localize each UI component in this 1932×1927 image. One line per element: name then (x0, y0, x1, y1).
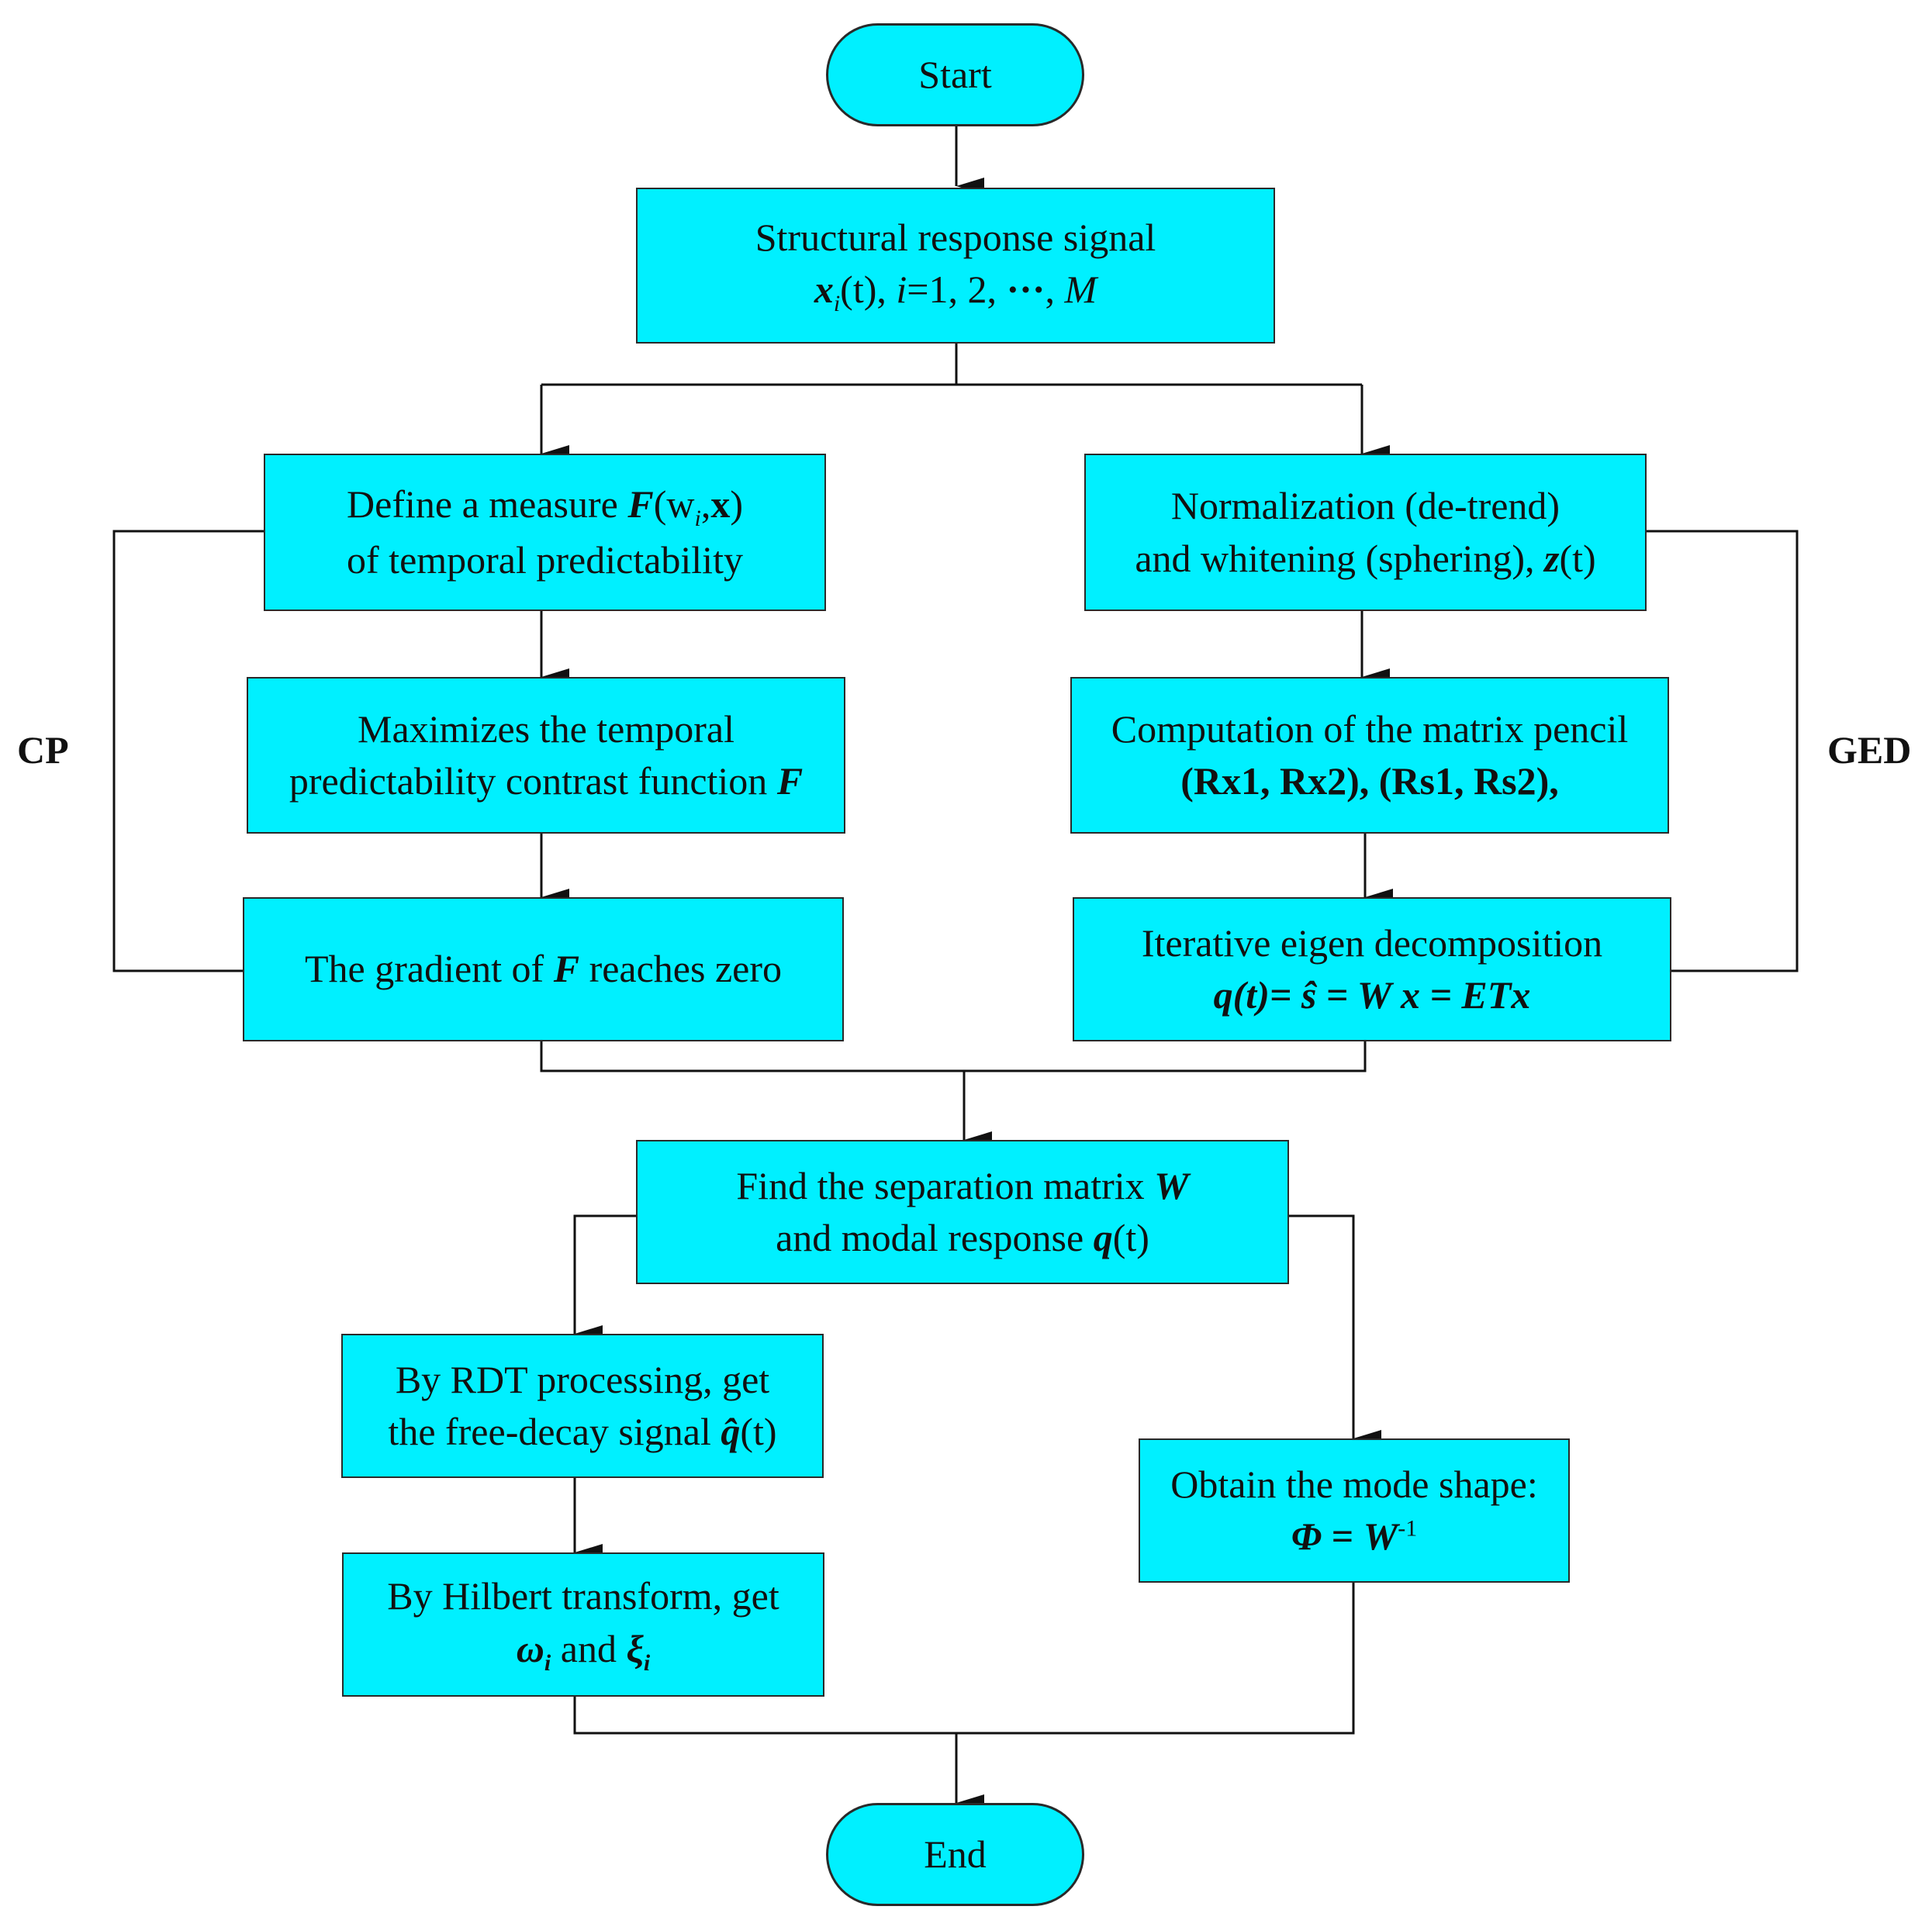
end-terminal: End (826, 1803, 1084, 1906)
cp-gradient-box: The gradient of F reaches zero (243, 897, 844, 1041)
ged-eigen-decomposition-box: Iterative eigen decomposition q(t)= ŝ = … (1073, 897, 1671, 1041)
ged-side-label: GED (1827, 728, 1912, 772)
end-label: End (924, 1832, 987, 1876)
start-label: Start (918, 52, 992, 96)
hilbert-line1: By Hilbert transform, get (387, 1574, 779, 1618)
ged-eigen-line1: Iterative eigen decomposition (1141, 920, 1603, 965)
split-line (541, 344, 1362, 386)
merge-line (540, 1041, 1367, 1072)
mode-shape-line2: Φ = W-1 (1291, 1514, 1418, 1558)
ged-eigen-line2: q(t)= ŝ = W x = ETx (1213, 973, 1531, 1017)
ged-bracket (1647, 530, 1799, 972)
mode-shape-line1: Obtain the mode shape: (1170, 1462, 1538, 1506)
structural-signal-box: Structural response signal xi(t), i=1, 2… (636, 188, 1275, 344)
cp-define-measure-box: Define a measure F(wi,x) of temporal pre… (264, 454, 826, 611)
cp-side-label: CP (17, 728, 69, 772)
separation-matrix-box: Find the separation matrix W and modal r… (636, 1140, 1289, 1284)
cp-bracket (112, 530, 264, 972)
hilbert-line2: ωi and ξi (516, 1626, 651, 1676)
mode-shape-box: Obtain the mode shape: Φ = W-1 (1139, 1438, 1570, 1583)
rdt-line1: By RDT processing, get (395, 1357, 770, 1401)
start-terminal: Start (826, 23, 1084, 126)
ged-matrix-pencil-box: Computation of the matrix pencil (Rx1, R… (1070, 677, 1669, 834)
separation-line1: Find the separation matrix W (736, 1163, 1189, 1207)
cp-maximize-box: Maximizes the temporal predictability co… (247, 677, 845, 834)
cp-gradient-line: The gradient of F reaches zero (305, 947, 782, 991)
separation-line2: and modal response q(t) (776, 1216, 1149, 1259)
rdt-line2: the free-decay signal q̂(t) (388, 1410, 777, 1453)
arrow-separation-to-rdt (573, 1214, 636, 1342)
hilbert-transform-box: By Hilbert transform, get ωi and ξi (342, 1552, 824, 1697)
ged-pencil-line2: (Rx1, Rx2), (Rs1, Rs2), (1180, 759, 1559, 803)
cp-define-line1: Define a measure F(wi,x) (347, 482, 743, 531)
ged-normalize-line1: Normalization (de-trend) (1170, 484, 1560, 527)
signal-line2: xi(t), i=1, 2, ···, M (814, 268, 1097, 316)
cp-maximize-line1: Maximizes the temporal (358, 706, 734, 751)
ged-normalize-box: Normalization (de-trend) and whitening (… (1084, 454, 1647, 611)
cp-define-line2: of temporal predictability (347, 538, 743, 582)
signal-line1: Structural response signal (755, 215, 1156, 259)
ged-pencil-line1: Computation of the matrix pencil (1111, 706, 1629, 751)
bottom-merge-line (573, 1583, 1355, 1735)
arrow-separation-to-mode (1289, 1214, 1381, 1447)
ged-normalize-line2: and whitening (sphering), z(t) (1135, 536, 1596, 580)
rdt-processing-box: By RDT processing, get the free-decay si… (341, 1334, 824, 1478)
cp-maximize-line2: predictability contrast function F (289, 759, 804, 803)
